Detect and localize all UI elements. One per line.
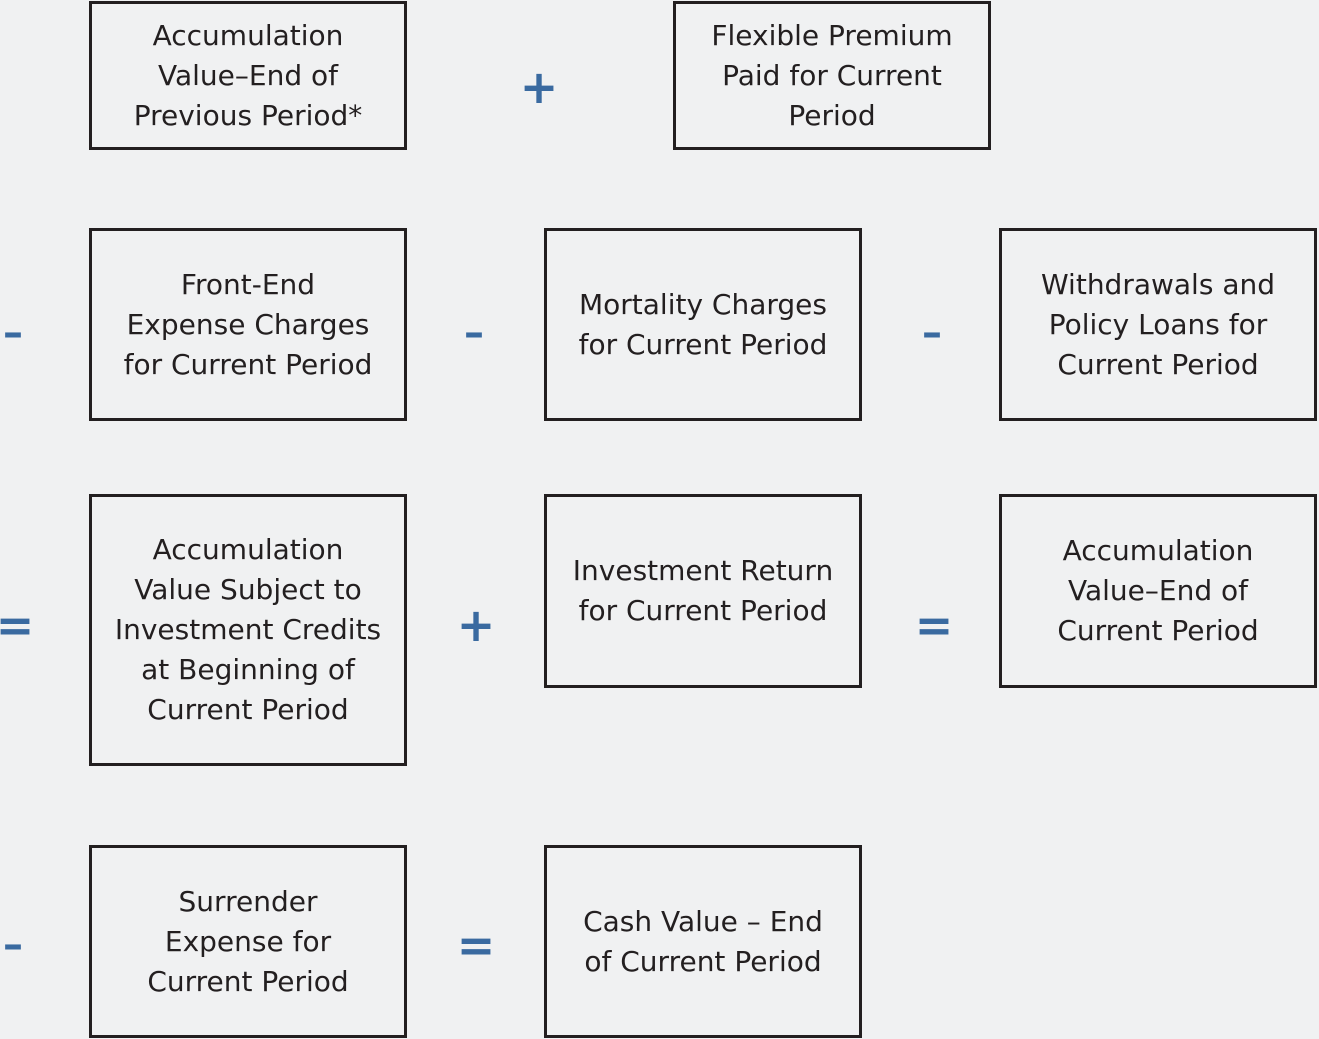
box-label: Accumulation Value–End of Previous Perio… xyxy=(133,18,363,132)
mortality-charges-box: Mortality Charges for Current Period xyxy=(544,228,862,421)
accumulation-value-current-box: Accumulation Value–End of Current Period xyxy=(999,494,1317,688)
box-label: Front-End Expense Charges for Current Pe… xyxy=(123,267,373,381)
minus-operator: – xyxy=(922,310,942,356)
equals-operator: = xyxy=(914,598,954,652)
equals-operator: = xyxy=(456,918,496,972)
box-label: Surrender Expense for Current Period xyxy=(147,884,349,998)
plus-operator: + xyxy=(519,60,559,114)
minus-operator: – xyxy=(3,310,23,356)
accumulation-value-subject-box: Accumulation Value Subject to Investment… xyxy=(89,494,407,766)
surrender-expense-box: Surrender Expense for Current Period xyxy=(89,845,407,1038)
box-label: Accumulation Value Subject to Investment… xyxy=(114,533,382,726)
front-end-expense-box: Front-End Expense Charges for Current Pe… xyxy=(89,228,407,421)
minus-operator: – xyxy=(464,310,484,356)
plus-operator: + xyxy=(456,598,496,652)
minus-operator: – xyxy=(3,922,23,968)
box-label: Investment Return for Current Period xyxy=(572,554,834,627)
box-label: Withdrawals and Policy Loans for Current… xyxy=(1040,267,1276,381)
cash-value-box: Cash Value – End of Current Period xyxy=(544,845,862,1038)
withdrawals-policy-loans-box: Withdrawals and Policy Loans for Current… xyxy=(999,228,1317,421)
investment-return-box: Investment Return for Current Period xyxy=(544,494,862,688)
accumulation-value-previous-period-box: Accumulation Value–End of Previous Perio… xyxy=(89,1,407,150)
box-label: Mortality Charges for Current Period xyxy=(578,287,828,361)
box-label: Flexible Premium Paid for Current Period xyxy=(711,18,953,132)
box-label: Cash Value – End of Current Period xyxy=(583,904,823,978)
equals-operator: = xyxy=(0,598,35,652)
flexible-premium-box: Flexible Premium Paid for Current Period xyxy=(673,1,991,150)
box-label: Accumulation Value–End of Current Period xyxy=(1057,534,1259,647)
